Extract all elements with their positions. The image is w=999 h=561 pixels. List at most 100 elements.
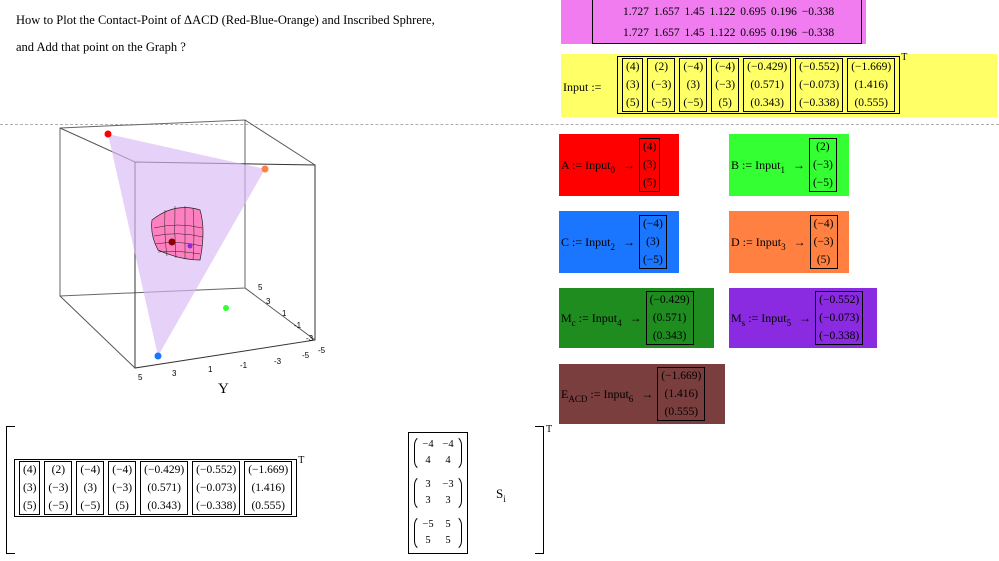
- A-sub: 0: [610, 164, 615, 175]
- E-lhs-sub: ACD: [568, 393, 588, 404]
- bottom-vector-2-entry-0: (−4): [80, 464, 101, 476]
- C-vector: (−4)(3)(−5): [638, 215, 667, 269]
- Mc-sub: 4: [617, 317, 622, 328]
- tick-bottom-4: -3: [274, 357, 282, 366]
- B-vector-entry-0: (2): [816, 141, 830, 153]
- bottom-vector-0: (4)(3)(5): [19, 461, 41, 515]
- bottom-vector-5-entry-1: (−0.073): [196, 482, 237, 494]
- A-vector-entry-2: (5): [642, 177, 657, 189]
- Mc-lhs-sub: c: [571, 317, 576, 328]
- limit-1-1: −3: [442, 479, 454, 490]
- input-vector-6-entry-1: (1.416): [854, 79, 888, 91]
- point-Mc-marker: [168, 238, 176, 246]
- input-vector-3-entry-2: (5): [718, 97, 732, 109]
- B-vector: (2)(−3)(−5): [808, 138, 837, 192]
- bottom-vector-5-entry-0: (−0.552): [196, 464, 237, 476]
- A-lhs: A := Input: [561, 157, 611, 172]
- Ms-lhs-sub: s: [741, 317, 746, 328]
- point-Mc-definition[interactable]: Mc := Input4 → (−0.429)(0.571)(0.343): [559, 288, 714, 348]
- E-arrow: →: [641, 386, 654, 401]
- input-vector-5-entry-1: (−0.073): [799, 79, 840, 91]
- point-D-marker: [261, 165, 269, 173]
- outer-transpose: T: [546, 424, 553, 435]
- tick-right-5: -5: [318, 346, 326, 355]
- region-separator: [0, 124, 999, 125]
- E-lhs: E: [561, 386, 569, 401]
- D-arrow: →: [793, 234, 806, 249]
- A-vector-entry-0: (4): [642, 141, 657, 153]
- bottom-vector-2-entry-2: (−5): [80, 500, 101, 512]
- E-vector-entry-2: (0.555): [664, 406, 699, 418]
- bottom-vector-6-entry-1: (1.416): [251, 482, 285, 494]
- limit-0-2: 4: [425, 455, 431, 466]
- bottom-vector-1-entry-1: (−3): [48, 482, 69, 494]
- input-vector-6: (−1.669)(1.416)(0.555): [847, 58, 896, 112]
- y-axis-label: Y: [218, 381, 229, 397]
- Ms-lhs-rest: := Input: [745, 310, 787, 325]
- B-vector-entry-1: (−3): [812, 159, 833, 171]
- limit-0-1: −4: [442, 439, 454, 450]
- tick-right-4: -3: [306, 334, 314, 343]
- Ms-vector-entry-2: (−0.338): [819, 330, 860, 342]
- input-vector-1-entry-0: (2): [654, 61, 669, 73]
- bottom-expression[interactable]: (4)(3)(5)(2)(−3)(−5)(−4)(3)(−5)(−4)(−3)(…: [6, 424, 552, 556]
- point-B-marker: [223, 305, 229, 311]
- input-vector-4-entry-0: (−0.429): [747, 61, 788, 73]
- limit-1-3: 3: [445, 495, 451, 506]
- point-C-definition[interactable]: C := Input2 → (−4)(3)(−5): [559, 211, 679, 273]
- B-lhs: B := Input: [731, 157, 781, 172]
- point-Ms-marker: [187, 243, 193, 249]
- bottom-outer-bracket: [6, 426, 544, 554]
- point-A-definition[interactable]: A := Input0 → (4) (3) (5): [559, 134, 679, 196]
- limit-1-2: 3: [425, 495, 431, 506]
- point-D-definition[interactable]: D := Input3 → (−4)(−3)(5): [729, 211, 849, 273]
- Ms-lhs: M: [731, 310, 742, 325]
- plot-box: [59, 119, 316, 369]
- bottom-point-matrix: (4)(3)(5)(2)(−3)(−5)(−4)(3)(−5)(−4)(−3)(…: [14, 455, 304, 517]
- Mc-arrow: →: [629, 310, 642, 325]
- s-function-label: Si: [496, 486, 506, 504]
- input-vector-3-entry-1: (−3): [715, 79, 736, 91]
- input-definition-region[interactable]: [561, 54, 997, 117]
- limit-2-2: 5: [425, 535, 431, 546]
- bottom-vector-1-entry-2: (−5): [48, 500, 69, 512]
- axis-ticks: 5 3 1 -1 -3 -5 5 3 1 -1 -3 -5: [138, 283, 326, 382]
- limit-0-3: 4: [445, 455, 451, 466]
- limit-2-3: 5: [445, 535, 451, 546]
- B-sub: 1: [780, 164, 785, 175]
- Mc-vector-entry-2: (0.343): [652, 330, 687, 342]
- input-vector-3: (−4) (−3) (5): [711, 58, 740, 112]
- point-B-definition[interactable]: B := Input1 → (2)(−3)(−5): [729, 134, 849, 196]
- Mc-vector: (−0.429)(0.571)(0.343): [645, 291, 694, 345]
- sphere-rows-region[interactable]: [561, 0, 866, 44]
- input-vector-6-entry-0: (−1.669): [851, 61, 892, 73]
- bottom-vector-4-entry-2: (0.343): [147, 500, 181, 512]
- sphere-rows-matrix: 1.727 1.657 1.45 1.122 0.695 0.196 −0.33…: [592, 0, 862, 44]
- limit-2-0: −5: [422, 519, 434, 530]
- D-vector-entry-2: (5): [816, 254, 831, 266]
- bottom-vector-3: (−4)(−3)(5): [108, 461, 137, 515]
- input-vector-3-entry-0: (−4): [715, 61, 736, 73]
- tick-right-3: -1: [294, 321, 302, 330]
- Mc-vector-entry-0: (−0.429): [649, 294, 690, 306]
- point-E-definition[interactable]: EACD := Input6 → (−1.669)(1.416)(0.555): [559, 364, 725, 424]
- C-sub: 2: [610, 241, 615, 252]
- bottom-vector-5-entry-2: (−0.338): [196, 500, 237, 512]
- A-vector-entry-1: (3): [642, 159, 657, 171]
- s-sub: i: [503, 494, 506, 504]
- input-vector-0-entry-2: (5): [626, 97, 640, 109]
- tick-right-1: 3: [266, 297, 271, 306]
- Ms-vector: (−0.552)(−0.073)(−0.338): [815, 291, 864, 345]
- A-arrow: →: [622, 157, 635, 172]
- B-arrow: →: [792, 157, 805, 172]
- D-vector-entry-1: (−3): [813, 236, 834, 248]
- tick-bottom-5: -5: [302, 351, 310, 360]
- 3d-plot[interactable]: 5 3 1 -1 -3 -5 5 3 1 -1 -3 -5 Y: [40, 110, 340, 400]
- bottom-transpose: T: [298, 455, 305, 466]
- bottom-vector-5: (−0.552) (−0.073) (−0.338): [192, 461, 241, 515]
- Ms-vector-entry-0: (−0.552): [819, 294, 860, 306]
- input-vector-0-entry-0: (4): [626, 61, 640, 73]
- point-Ms-definition[interactable]: Ms := Input5 → (−0.552)(−0.073)(−0.338): [729, 288, 877, 348]
- question-line-1: How to Plot the Contact-Point of ΔACD (R…: [16, 13, 435, 27]
